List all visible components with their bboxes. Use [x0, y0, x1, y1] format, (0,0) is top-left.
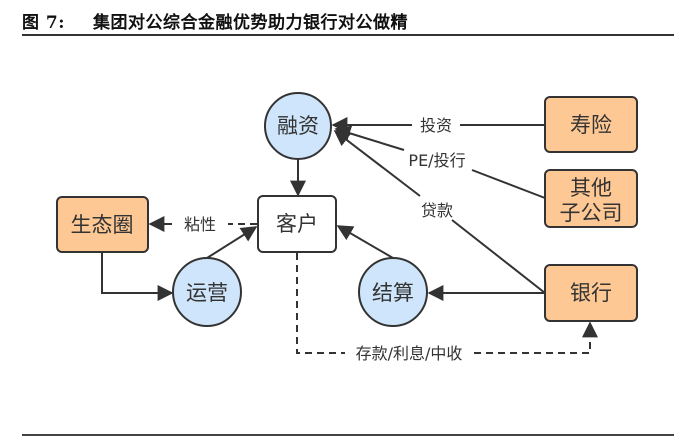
- figure-title: 图 7: 集团对公综合金融优势助力银行对公做精: [22, 8, 408, 33]
- node-rongzi: 融资: [264, 92, 332, 160]
- node-label-qita-line1: 其他: [570, 176, 612, 200]
- top-rule: [22, 34, 674, 36]
- edge-pe-touhang: PE/投行: [334, 125, 546, 199]
- node-kehu: 客户: [257, 195, 337, 253]
- node-label-jiesuan: 结算: [372, 281, 414, 305]
- edge-label-touzi: 投资: [420, 116, 452, 135]
- node-label-kehu: 客户: [276, 212, 318, 236]
- node-label-qita-line2: 子公司: [560, 201, 623, 225]
- node-shouxian: 寿险: [544, 96, 638, 153]
- node-yunying: 运营: [172, 257, 242, 327]
- edge-zhanxing: 粘性: [148, 215, 257, 234]
- edge-yunying-kehu: [206, 226, 258, 259]
- node-label-rongzi: 融资: [277, 114, 319, 138]
- edge-label-daikuan: 贷款: [421, 201, 453, 220]
- figure-caption: 集团对公综合金融优势助力银行对公做精: [93, 13, 409, 33]
- edge-daikuan: 贷款: [333, 130, 546, 294]
- bottom-rule: [22, 434, 674, 436]
- edge-jiesuan-kehu: [336, 225, 394, 259]
- node-label-shouxian: 寿险: [570, 113, 612, 137]
- edge-touzi: 投资: [331, 116, 545, 135]
- edge-label-cunkuan: 存款/利息/中收: [356, 344, 463, 363]
- edge-cunkuan: 存款/利息/中收: [296, 253, 598, 363]
- edge-shengtai-yunying: [101, 253, 174, 301]
- node-label-yinhang: 银行: [570, 281, 612, 305]
- node-qita-zigongsi: 其他 子公司: [544, 169, 638, 228]
- node-label-yunying: 运营: [186, 281, 228, 305]
- node-shengtaiquan: 生态圈: [56, 196, 149, 253]
- node-jiesuan: 结算: [358, 257, 428, 327]
- edge-label-pe-touhang: PE/投行: [408, 151, 465, 170]
- edge-label-zhanxing: 粘性: [184, 215, 216, 234]
- node-label-shengtaiquan: 生态圈: [71, 213, 134, 237]
- node-yinhang: 银行: [544, 264, 638, 322]
- figure-number: 图 7:: [22, 13, 66, 33]
